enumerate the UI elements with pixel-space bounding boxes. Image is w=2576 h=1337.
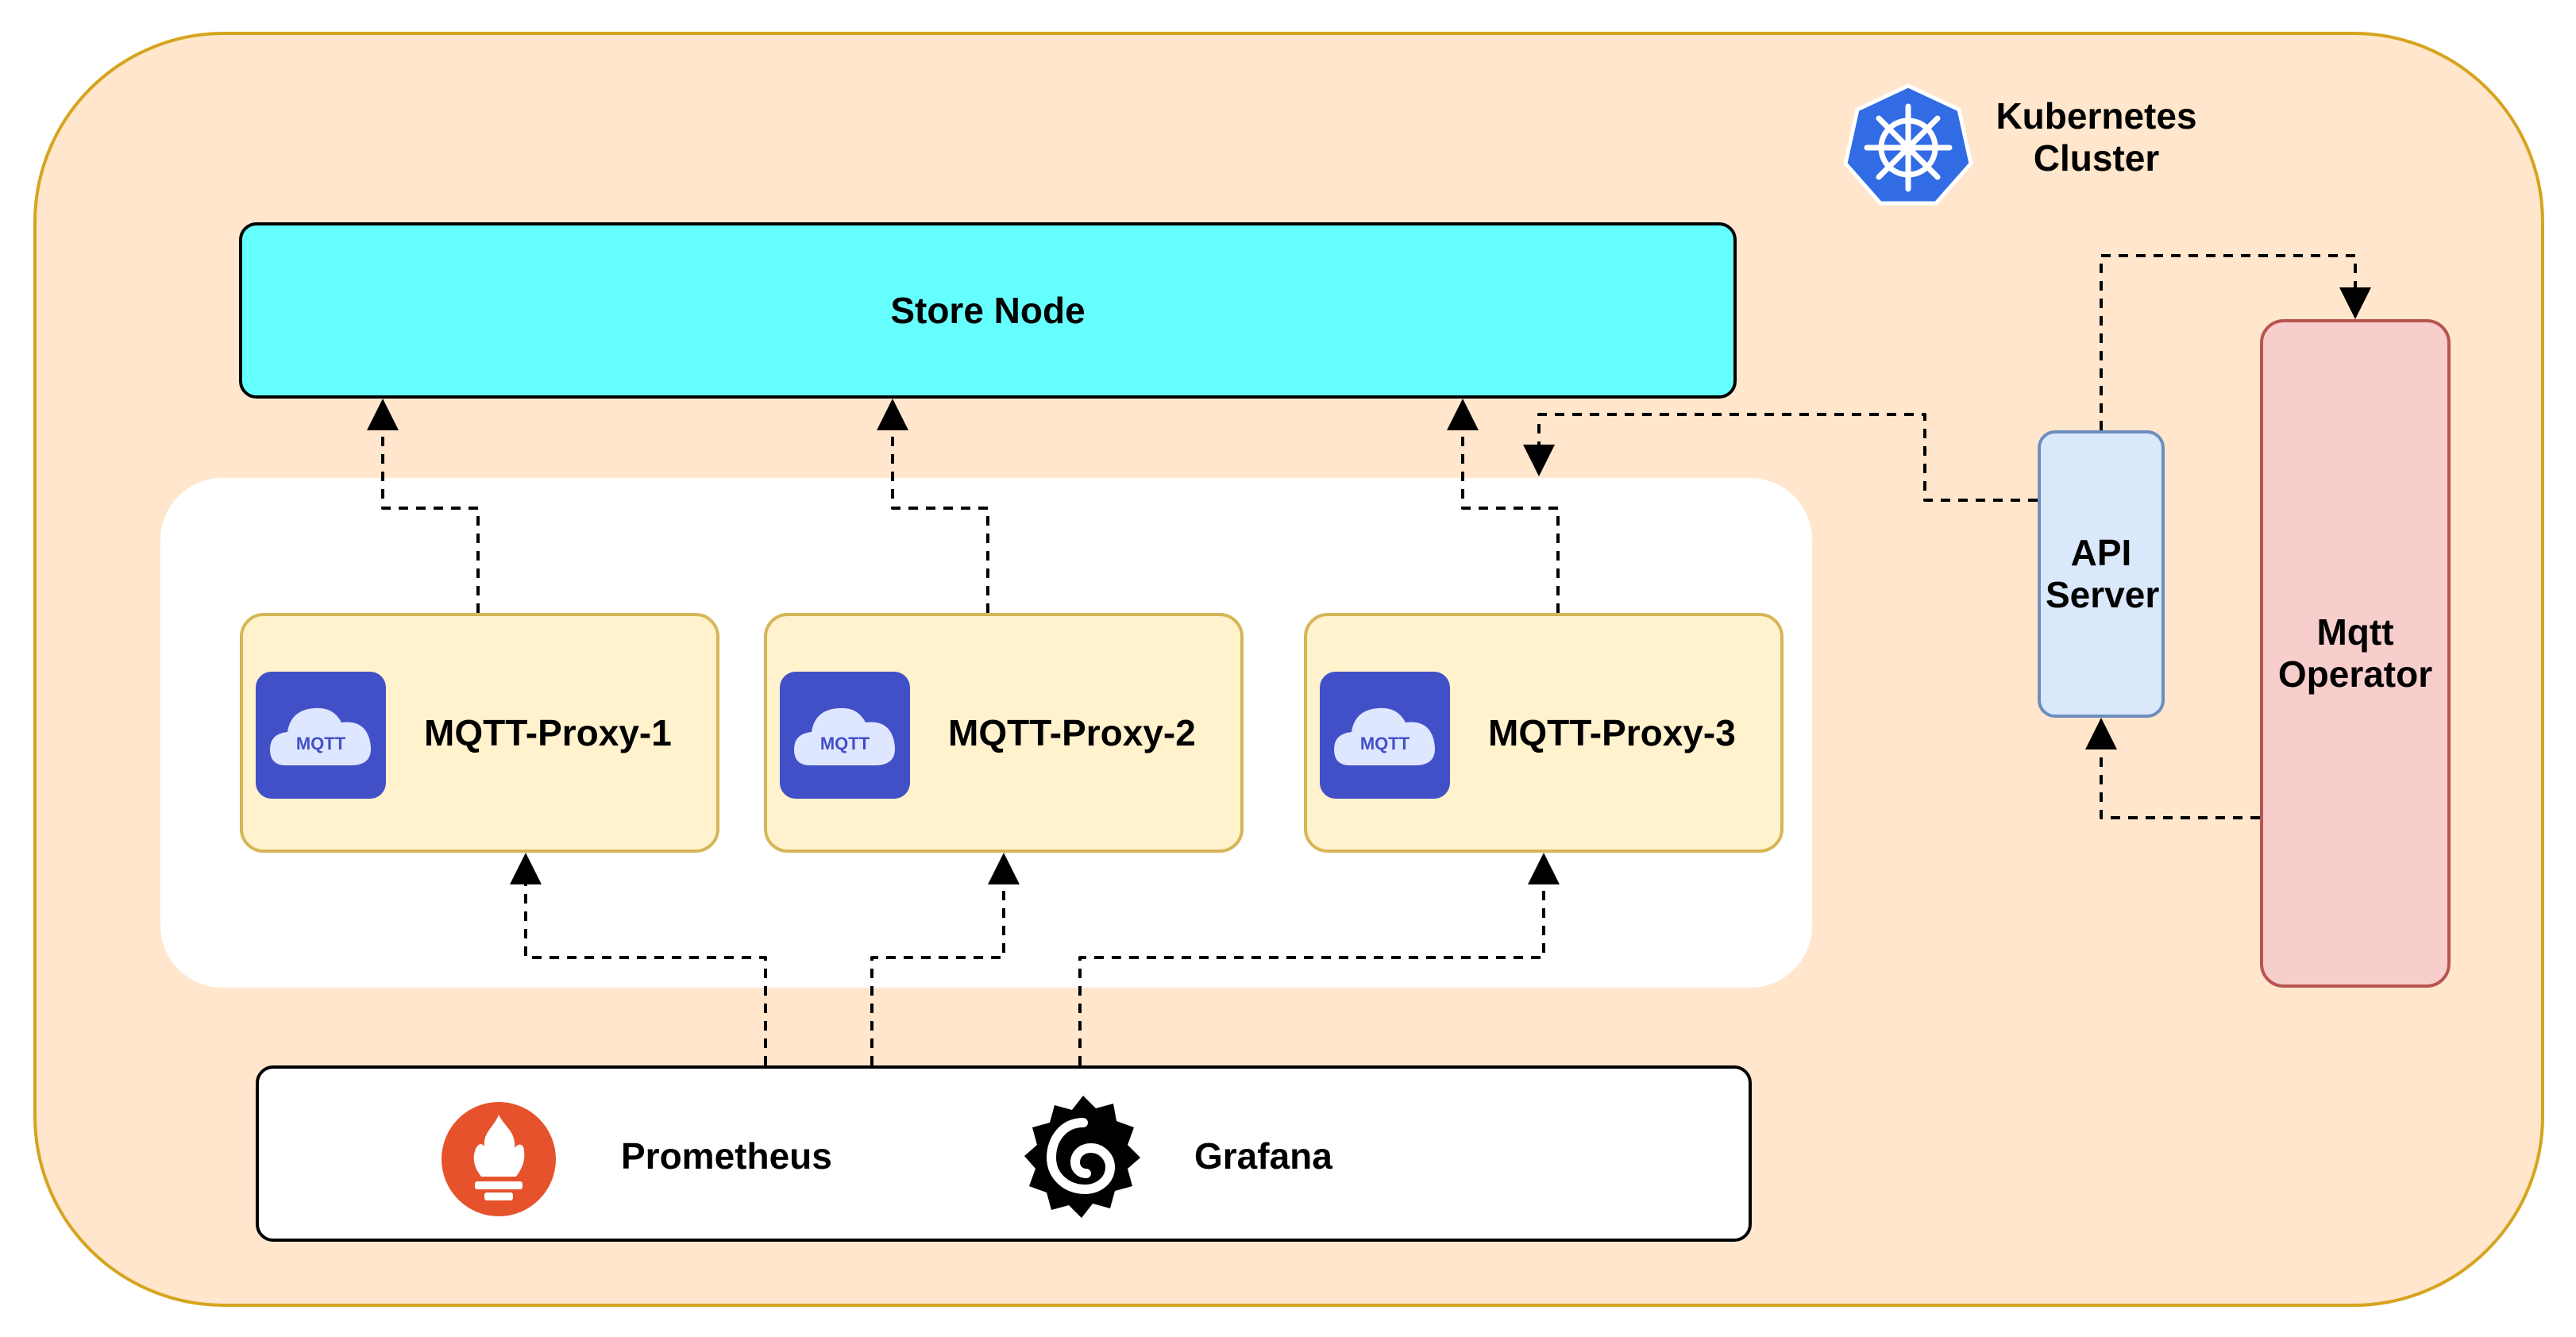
store-node[interactable]: Store Node (239, 222, 1737, 399)
api-server-label: API Server (2046, 532, 2160, 615)
prometheus-icon (442, 1102, 556, 1216)
proxy3-to-store-connector (1447, 399, 1560, 613)
mqtt-icon-text: MQTT (1360, 734, 1410, 753)
store-node-label: Store Node (890, 289, 1086, 331)
mqtt-proxy-2[interactable]: MQTT MQTT-Proxy-2 (764, 613, 1244, 853)
monitor-to-proxy2-connector (870, 853, 1020, 1065)
api-server[interactable]: API Server (2038, 430, 2165, 718)
mqtt-icon-text: MQTT (820, 734, 870, 753)
cluster-label: Kubernetes Cluster (1996, 95, 2197, 179)
proxy-label: MQTT-Proxy-1 (424, 711, 672, 753)
mqtt-cloud-icon: MQTT (780, 672, 910, 799)
operator-to-api-connector (2085, 718, 2260, 819)
proxy-label: MQTT-Proxy-3 (1488, 711, 1736, 753)
prometheus-to-proxy1-connector (510, 853, 767, 1065)
mqtt-cloud-icon: MQTT (256, 672, 386, 799)
grafana-to-proxy3-connector (1078, 853, 1560, 1065)
prometheus-label: Prometheus (621, 1135, 832, 1177)
api-to-operator-connector (2100, 254, 2371, 430)
mqtt-icon-text: MQTT (296, 734, 346, 753)
mqtt-operator-label: Mqtt Operator (2277, 611, 2433, 695)
api-to-store-connector (1523, 413, 2038, 502)
mqtt-cloud-icon: MQTT (1320, 672, 1450, 799)
grafana-icon (1024, 1096, 1140, 1218)
kubernetes-icon (1844, 83, 1972, 206)
mqtt-operator[interactable]: Mqtt Operator (2260, 319, 2451, 988)
mqtt-proxy-3[interactable]: MQTT MQTT-Proxy-3 (1304, 613, 1784, 853)
proxy1-to-store-connector (367, 399, 480, 613)
grafana-label: Grafana (1194, 1135, 1332, 1177)
proxy-label: MQTT-Proxy-2 (948, 711, 1196, 753)
proxy2-to-store-connector (877, 399, 989, 613)
mqtt-proxy-1[interactable]: MQTT MQTT-Proxy-1 (240, 613, 719, 853)
